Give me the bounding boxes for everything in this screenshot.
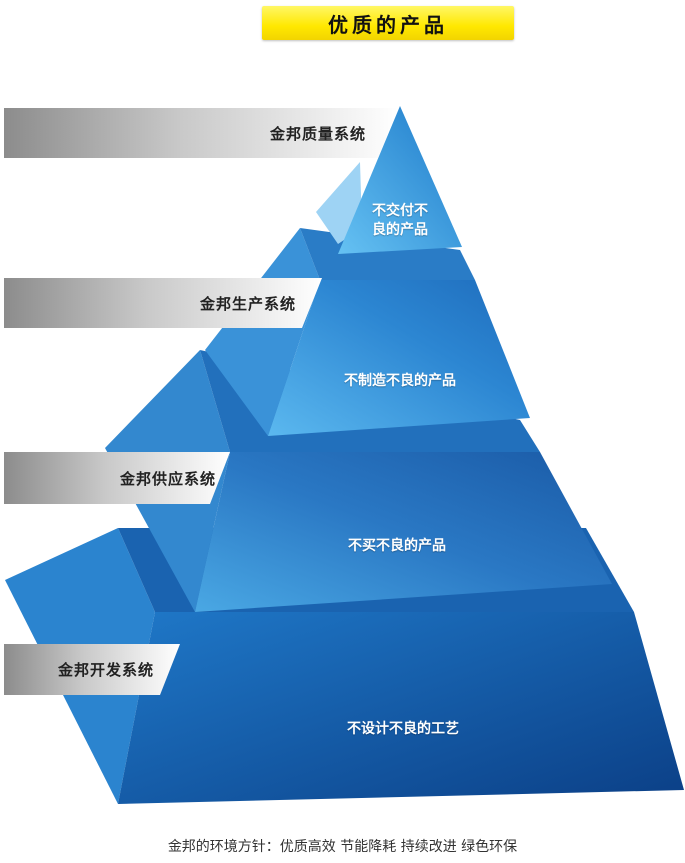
slogan-level4: 不设计不良的工艺 <box>347 721 459 737</box>
level4-front-face <box>118 612 684 804</box>
label-band-supply: 金邦供应系统 <box>4 453 216 503</box>
page-title: 优质的产品 <box>328 12 448 37</box>
band-production <box>4 278 322 328</box>
band-supply <box>4 452 230 504</box>
slogan-level3: 不买不良的产品 <box>348 538 446 554</box>
level1-left-face <box>316 162 362 244</box>
title-banner: 优质的产品 <box>262 6 514 40</box>
band-quality <box>4 108 398 158</box>
label-band-production: 金邦生产系统 <box>4 278 296 328</box>
level2-front-face <box>268 280 530 436</box>
system-label-development: 金邦开发系统 <box>57 660 154 679</box>
label-band-quality: 金邦质量系统 <box>4 108 366 158</box>
slogan-level1-line1: 不交付不 <box>372 203 428 219</box>
slogan-level1: 不交付不 良的产品 <box>365 202 435 240</box>
slogan-level1-line2: 良的产品 <box>372 222 428 238</box>
system-label-production: 金邦生产系统 <box>199 294 296 313</box>
label-band-development: 金邦开发系统 <box>4 644 154 694</box>
system-label-quality: 金邦质量系统 <box>269 124 366 143</box>
band-development <box>4 644 180 695</box>
environment-policy: 金邦的环境方针：优质高效 节能降耗 持续改进 绿色环保 <box>167 839 518 855</box>
system-label-supply: 金邦供应系统 <box>119 469 216 488</box>
level1-front-face <box>338 106 462 254</box>
level3-front-face <box>195 452 612 612</box>
slogan-level2: 不制造不良的产品 <box>344 373 456 389</box>
